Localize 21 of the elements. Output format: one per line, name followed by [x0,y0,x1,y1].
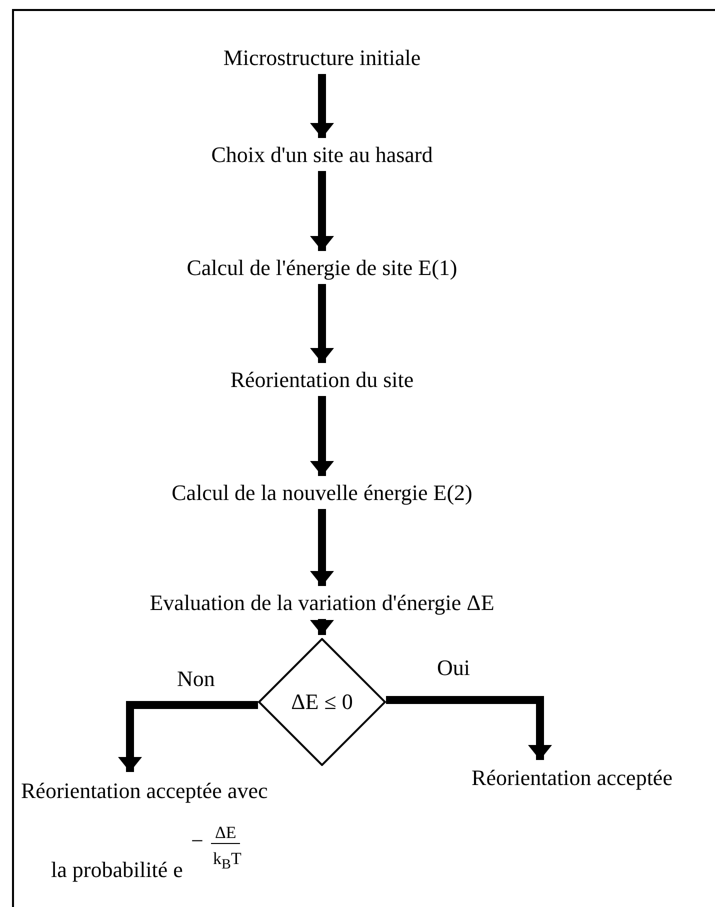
step-text: Choix d'un site au hasard [210,142,434,168]
step-text: Calcul de l'énergie de site E(1) [186,255,458,281]
step-text: Microstructure initiale [222,45,422,71]
step-text: Réorientation acceptée avec [21,778,268,804]
formula-term: ΔE [211,822,240,844]
step-text: la probabilité e [51,857,183,883]
arrow [310,396,334,476]
step-text: Réorientation acceptée [470,765,674,791]
arrow [118,701,258,772]
formula-term: k$_{B}$T [213,848,242,874]
condition-text: ΔE ≤ 0 [290,689,354,715]
step-text: Calcul de la nouvelle énergie E(2) [170,480,474,506]
arrow [310,171,334,251]
arrow [310,74,334,138]
arrow [310,509,334,586]
step-text: Evaluation de la variation d'énergie ΔE [148,590,496,616]
arrow [310,619,334,635]
step-text: Réorientation du site [229,367,415,393]
arrow [310,284,334,363]
formula-term: − [191,828,204,854]
arrow [386,696,552,760]
